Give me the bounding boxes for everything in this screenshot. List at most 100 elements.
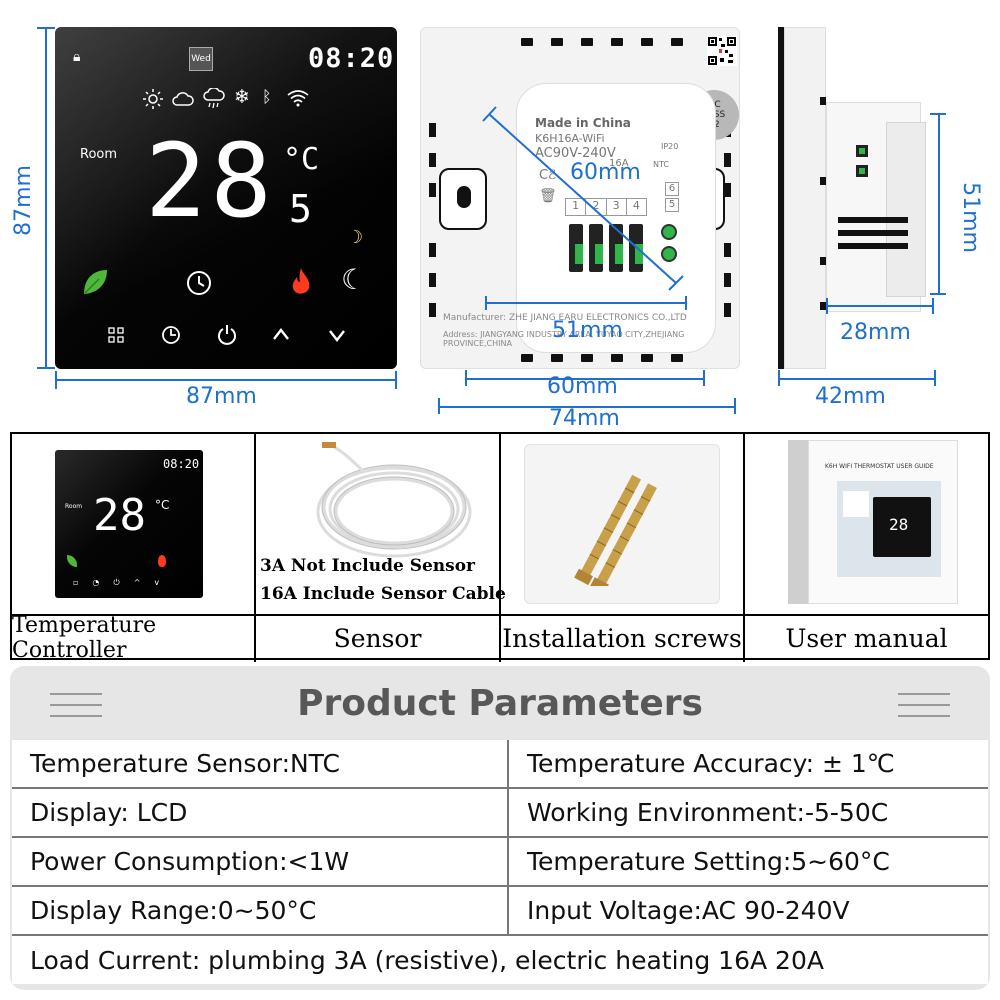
power-icon[interactable]: [217, 324, 237, 346]
side-notch: [820, 257, 826, 265]
side-height-line: [938, 113, 940, 295]
vent-slot: [521, 354, 533, 362]
side-frame: [784, 27, 826, 369]
front-width-line: [55, 379, 397, 381]
green-screw: [575, 244, 583, 264]
manual-device-temp: 28: [889, 515, 909, 534]
front-height-tick-top: [37, 27, 55, 29]
table-row: Power Consumption:<1W Temperature Settin…: [12, 838, 988, 887]
column-divider: [507, 740, 509, 787]
thumb-room: Room: [65, 503, 83, 510]
side-slot: [724, 153, 731, 167]
manual-cover: K6H WIFI THERMOSTAT USER GUIDE 28: [808, 440, 958, 604]
side-view: [778, 27, 933, 369]
param-left: Temperature Sensor:NTC: [30, 749, 340, 778]
glass-glare: [55, 27, 397, 369]
front-width-tick-left: [55, 371, 57, 389]
sensor-screw: [661, 246, 677, 262]
table-row-full: Load Current: plumbing 3A (resistive), e…: [12, 936, 988, 984]
side-glass: [778, 27, 784, 369]
terminal-number: 4: [632, 199, 640, 212]
green-screw: [615, 244, 623, 264]
side-total-line: [778, 378, 936, 380]
qr-code: [707, 36, 737, 66]
made-in-label: Made in China: [535, 116, 631, 130]
room-label: Room: [80, 147, 118, 162]
menu-grid-icon[interactable]: [108, 327, 124, 343]
param-right: Input Voltage:AC 90-240V: [527, 896, 850, 925]
terminal-block: 1 2 3 4: [565, 198, 647, 216]
terminal-number: 2: [586, 199, 607, 215]
thumb-flame-icon: [158, 555, 166, 567]
thumb-leaf-icon: [67, 555, 77, 567]
side-slot: [429, 303, 436, 317]
thumb-unit: °C: [155, 498, 170, 512]
back-mid-tick-right: [703, 370, 705, 386]
caption-controller: Temperature Controller: [12, 613, 157, 663]
arrow-up-icon[interactable]: [272, 327, 290, 341]
side-height-tick-top: [930, 113, 946, 115]
side-slot: [724, 183, 731, 197]
address-line: Address: JIANGYANG INDUSTRY AREA, YUYAO …: [443, 330, 685, 348]
side-depth-tick-right: [932, 298, 934, 314]
wifi-icon: [287, 90, 309, 107]
decor-lines-right: [898, 715, 950, 717]
side-slot: [429, 153, 436, 167]
clock-icon[interactable]: [186, 270, 212, 296]
side-vent: [838, 230, 908, 236]
flame-icon: [292, 268, 310, 294]
sensor-screw: [661, 224, 677, 240]
ntc-label: NTC: [653, 160, 669, 169]
side-slot: [429, 123, 436, 137]
vent-slot: [641, 354, 653, 362]
side-slot: [429, 183, 436, 197]
controller-thumbnail: 08:20 Room 28 °C ▫◔⏻^v: [55, 450, 203, 598]
temperature-main: 28: [145, 122, 276, 241]
clock-display: 08:20: [308, 43, 395, 74]
screws-image: [574, 474, 657, 586]
side-total-tick-left: [778, 370, 780, 386]
param-left: Power Consumption:<1W: [30, 847, 350, 876]
cloud-icon: [172, 92, 194, 106]
back-mid-label: 60mm: [547, 374, 618, 399]
param-right: Temperature Setting:5~60°C: [527, 847, 890, 876]
side-slot: [429, 243, 436, 257]
ip-label: IP20: [661, 142, 679, 151]
decor-lines-right: [898, 704, 950, 706]
back-width-tick-right: [734, 398, 736, 414]
vent-slot: [671, 354, 683, 362]
snowflake-icon: ❄: [234, 86, 250, 108]
vent-slot: [611, 38, 623, 46]
side-depth-tick-left: [826, 298, 828, 314]
param-right: Temperature Accuracy: ± 1℃: [527, 749, 895, 778]
sensor-terminal-5: 5: [665, 198, 679, 212]
vent-slot: [581, 38, 593, 46]
manual-title: K6H WIFI THERMOSTAT USER GUIDE: [825, 463, 934, 470]
vent-slot: [581, 354, 593, 362]
side-notch: [820, 302, 826, 310]
decor-lines-left: [50, 715, 102, 717]
moon-star-icon[interactable]: ☾: [341, 263, 367, 296]
side-total-label: 42mm: [815, 384, 886, 409]
back-mid-line: [465, 378, 705, 380]
vent-slot: [551, 38, 563, 46]
day-badge: Wed: [189, 47, 213, 71]
timer-icon[interactable]: [161, 325, 181, 345]
thumb-clock: 08:20: [163, 457, 200, 471]
temperature-decimal: 5: [289, 187, 312, 231]
sensor-note-1: 3A Not Include Sensor: [260, 556, 476, 576]
package-divider: [743, 434, 745, 662]
param-left: Display: LCD: [30, 798, 188, 827]
front-height-tick-bottom: [37, 367, 55, 369]
caption-screws: Installation screws: [502, 623, 742, 653]
package-divider: [499, 434, 501, 662]
arrow-down-icon[interactable]: [328, 329, 346, 343]
front-height-line: [45, 27, 47, 369]
side-vent: [838, 243, 908, 249]
thumb-temp: 28: [93, 490, 146, 541]
package-contents: 08:20 Room 28 °C ▫◔⏻^v 3A Not Include Se…: [10, 432, 990, 663]
side-depth-line: [826, 305, 934, 307]
table-row: Display: LCD Working Environment:-5-50C: [12, 789, 988, 838]
voltage-label: AC90V-240V: [535, 146, 616, 161]
parameters-title: Product Parameters: [297, 683, 703, 724]
